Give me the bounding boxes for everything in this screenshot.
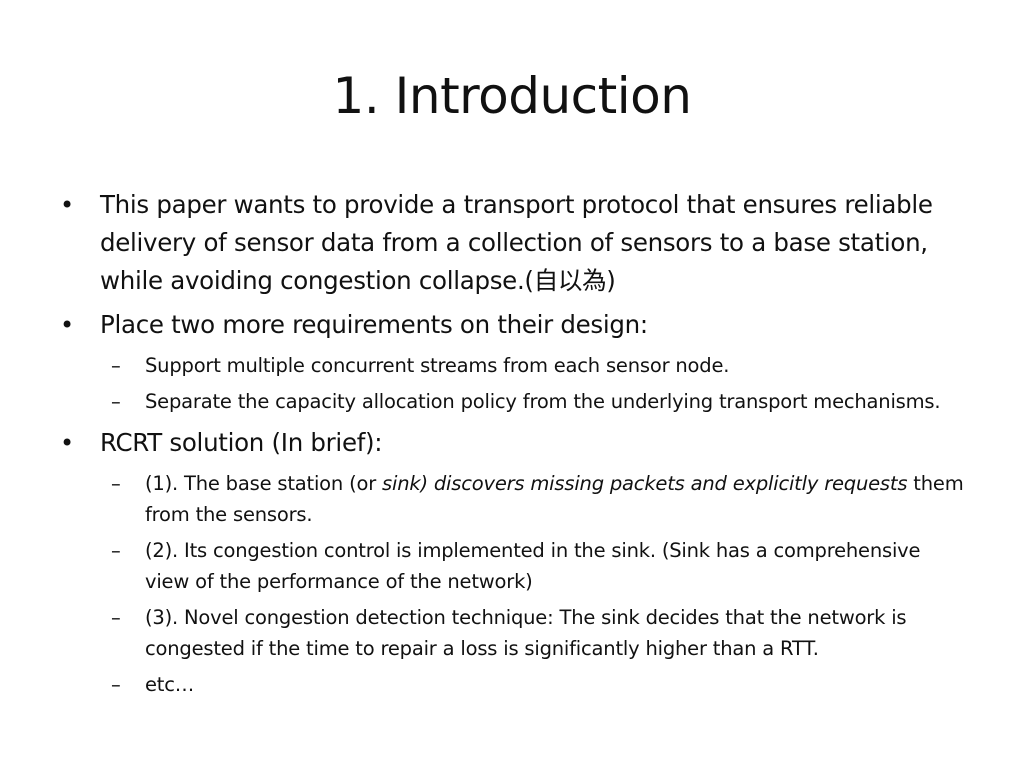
sub-bullet-2-2-text: Separate the capacity allocation policy … [145,390,941,413]
bullet-icon: • [60,429,74,457]
bullet-item-3: • RCRT solution (In brief): [58,424,968,462]
slide-content: • This paper wants to provide a transpor… [58,186,968,705]
sub-bullet-3-3-text: (3). Novel congestion detection techniqu… [145,606,907,660]
sub-bullet-3-2-text: (2). Its congestion control is implement… [145,539,921,593]
bullet-icon: • [60,191,74,219]
bullet-item-3-text: RCRT solution (In brief): [100,428,383,457]
sub-bullet-3-3: – (3). Novel congestion detection techni… [58,602,968,664]
sub-bullet-3-1-pre: (1). The base station (or [145,472,383,495]
sub-bullet-2-1-text: Support multiple concurrent streams from… [145,354,730,377]
dash-icon: – [111,673,121,696]
sub-bullet-3-1-italic: sink) discovers missing packets and expl… [382,472,908,495]
dash-icon: – [111,390,121,413]
dash-icon: – [111,539,121,562]
dash-icon: – [111,606,121,629]
sub-bullet-3-1-text: (1). The base station (or sink) discover… [145,472,964,526]
sub-bullet-3-2: – (2). Its congestion control is impleme… [58,535,968,597]
dash-icon: – [111,354,121,377]
sub-bullet-2-2: – Separate the capacity allocation polic… [58,386,968,417]
sub-bullet-3-1-post: them from the sensors. [145,472,964,526]
sub-bullet-3-4: – etc… [58,669,968,700]
sub-bullet-3-4-text: etc… [145,673,195,696]
bullet-icon: • [60,311,74,339]
dash-icon: – [111,472,121,495]
bullet-item-1: • This paper wants to provide a transpor… [58,186,968,300]
sub-bullet-3-1: – (1). The base station (or sink) discov… [58,468,968,530]
sub-bullet-2-1: – Support multiple concurrent streams fr… [58,350,968,381]
bullet-item-2: • Place two more requirements on their d… [58,306,968,344]
bullet-item-1-text: This paper wants to provide a transport … [100,190,933,295]
slide-title: 1. Introduction [332,67,692,125]
bullet-item-2-text: Place two more requirements on their des… [100,310,648,339]
